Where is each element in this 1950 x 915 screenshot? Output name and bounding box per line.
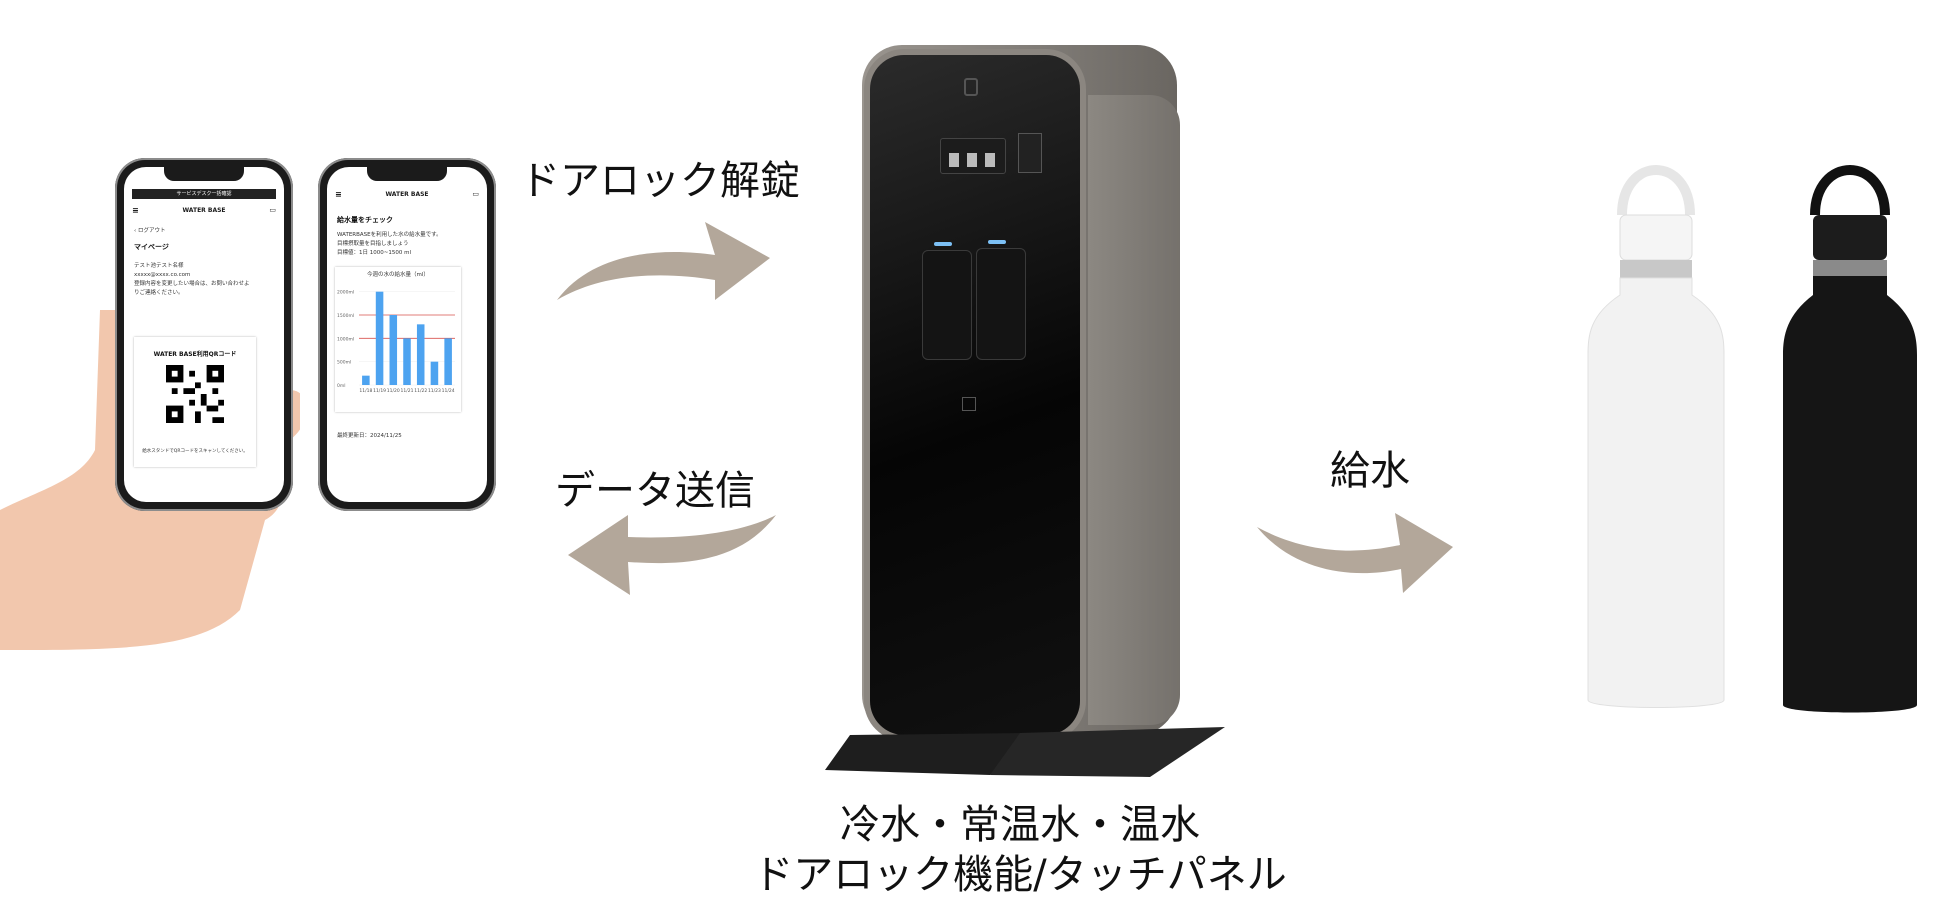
bar	[444, 338, 452, 385]
phone-screen: サービスデスク一括確認 ≡ WATER BASE ▭ ‹ ログアウト マイページ…	[124, 167, 284, 502]
arrow-right-icon	[1257, 513, 1453, 593]
x-tick-label: 11/21	[401, 388, 414, 394]
water-supply-label: 給水	[1330, 448, 1410, 494]
menu-icon[interactable]: ≡	[335, 189, 342, 199]
page-title: マイページ	[134, 243, 169, 251]
indicator-light	[988, 240, 1006, 244]
brand-logo: WATER BASE	[385, 190, 429, 198]
door-unlock-label: ドアロック解錠	[520, 158, 800, 204]
touch-panel	[940, 138, 1006, 174]
bar	[362, 375, 370, 385]
section-title: 給水量をチェック	[337, 216, 393, 224]
caption-line-1: 冷水・常温水・温水	[840, 802, 1200, 848]
x-tick-label: 11/18	[359, 388, 372, 394]
arrow-right-icon	[557, 222, 770, 300]
phone-notch	[164, 167, 244, 181]
phone-mypage: サービスデスク一括確認 ≡ WATER BASE ▭ ‹ ログアウト マイページ…	[115, 158, 293, 511]
y-tick-label: 1500ml	[337, 313, 354, 319]
desc-line-3: 目標値：1日 1000~1500 ml	[337, 250, 411, 256]
chart-title: 今週の水の給水量（ml）	[367, 272, 429, 278]
touch-button	[949, 153, 959, 167]
y-tick-label: 500ml	[337, 360, 351, 366]
user-name: テスト池テスト名様	[134, 263, 184, 269]
desc-line-2: 目標摂取量を目指しましょう	[337, 241, 409, 247]
dispenser-side	[1088, 95, 1180, 725]
app-header: ≡ WATER BASE ▭	[327, 185, 487, 203]
logout-link[interactable]: ‹ ログアウト	[134, 228, 166, 234]
contact-note: 登録内容を変更したい場合は、お問い合わせよりご連絡ください。	[134, 281, 250, 296]
qr-note: 給水スタンドでQRコードをスキャンしてください。	[142, 449, 248, 454]
x-tick-label: 11/24	[442, 388, 455, 394]
bar	[389, 315, 398, 385]
bar	[430, 361, 439, 385]
dispenser-stand	[825, 727, 1225, 777]
power-icon	[964, 78, 978, 96]
last-updated: 最終更新日：2024/11/25	[337, 433, 402, 439]
dispenser-door-right	[976, 248, 1026, 360]
caption-line-2: ドアロック機能/タッチパネル	[753, 852, 1287, 898]
phone-screen: ≡ WATER BASE ▭ 給水量をチェック WATERBASEを利用した水の…	[327, 167, 487, 502]
desc-line-1: WATERBASEを利用した水の給水量です。	[337, 232, 442, 238]
brand-logo: WATER BASE	[182, 206, 226, 214]
qr-reader	[1018, 133, 1042, 173]
app-header: ≡ WATER BASE ▭	[124, 201, 284, 219]
bar	[403, 338, 411, 385]
touch-button	[967, 153, 977, 167]
menu-icon[interactable]: ≡	[132, 205, 139, 215]
arrow-left-icon	[568, 515, 776, 595]
bag-icon[interactable]: ▭	[472, 190, 479, 198]
x-tick-label: 11/22	[414, 388, 427, 394]
y-tick-label: 1000ml	[337, 336, 354, 342]
x-tick-label: 11/19	[373, 388, 386, 394]
y-tick-label: 0ml	[337, 383, 346, 389]
touch-button	[985, 153, 995, 167]
bag-icon[interactable]: ▭	[269, 206, 276, 214]
bar	[416, 324, 425, 385]
y-tick-label: 2000ml	[337, 290, 354, 296]
qr-card: WATER BASE利用QRコード 給水スタンドでQRコードをスキャンしてくださ…	[134, 337, 256, 467]
dispenser-door-left	[922, 250, 972, 360]
phone-notch	[367, 167, 447, 181]
chart-card: 今週の水の給水量（ml） 2000ml 1500ml 1000ml 500ml 0ml 1…	[335, 267, 461, 412]
nozzle-icon	[962, 397, 976, 411]
qr-title: WATER BASE利用QRコード	[153, 351, 237, 358]
x-tick-label: 11/23	[428, 388, 441, 394]
indicator-light	[934, 242, 952, 246]
black-bottle-image	[1783, 165, 1917, 713]
service-banner: サービスデスク一括確認	[132, 189, 276, 199]
white-bottle-image	[1587, 165, 1725, 708]
qr-code-image	[166, 365, 224, 423]
phone-water-chart: ≡ WATER BASE ▭ 給水量をチェック WATERBASEを利用した水の…	[318, 158, 496, 511]
x-tick-label: 11/20	[387, 388, 400, 394]
data-send-label: データ送信	[555, 468, 755, 514]
bar	[375, 291, 384, 385]
user-email: xxxxx@xxxx.co.com	[134, 272, 191, 278]
